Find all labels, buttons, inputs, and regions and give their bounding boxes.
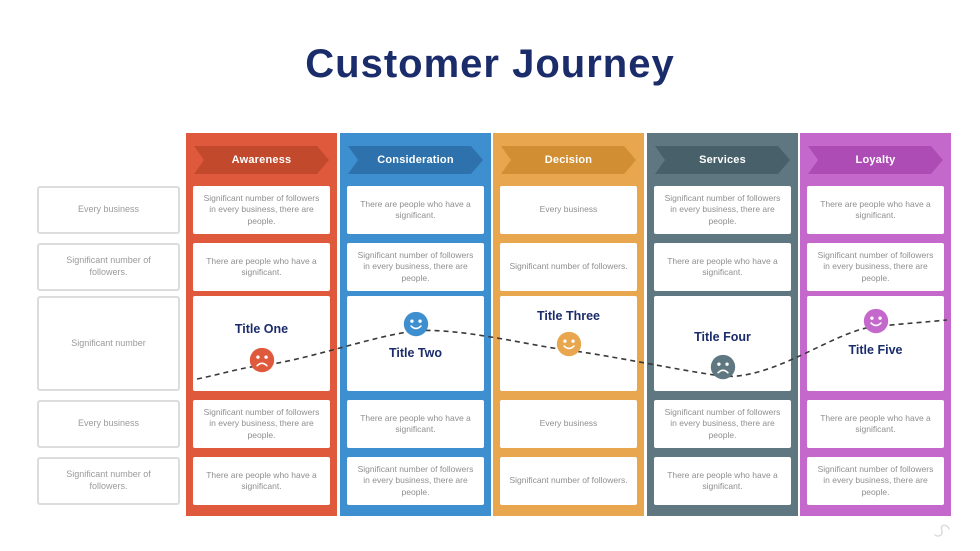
journey-column-awareness: Awareness Significant number of follower… [186, 133, 337, 516]
stage-banner: Decision [501, 146, 636, 174]
cell-text: There are people who have a significant. [206, 255, 317, 277]
journey-column-loyalty: Loyalty There are people who have a sign… [800, 133, 951, 516]
row-label: Every business [37, 400, 180, 448]
info-cell: There are people who have a significant. [347, 400, 484, 448]
row-label-text: Every business [77, 204, 140, 215]
sad-face-icon [710, 354, 736, 380]
milestone-cell: Title Five [807, 296, 944, 391]
cell-text: Significant number of followers in every… [203, 406, 320, 440]
page-title: Customer Journey [305, 42, 675, 86]
happy-face-icon [403, 311, 429, 337]
row-label: Significant number of followers. [37, 243, 180, 291]
stage-banner: Consideration [348, 146, 483, 174]
cell-text: There are people who have a significant. [667, 255, 778, 277]
milestone-title: Title Three [537, 309, 600, 323]
info-cell: Significant number of followers in every… [347, 243, 484, 291]
cell-text: Significant number of followers in every… [664, 406, 781, 440]
cell-text: There are people who have a significant. [820, 198, 931, 220]
stage-label: Awareness [231, 154, 292, 166]
info-cell: Significant number of followers in every… [193, 400, 330, 448]
milestone-title: Title Two [388, 346, 442, 360]
row-label: Significant number [37, 296, 180, 391]
info-cell: Significant number of followers in every… [807, 243, 944, 291]
cell-text: There are people who have a significant. [667, 469, 778, 491]
cell-text: Significant number of followers. [509, 475, 628, 486]
happy-face-icon [863, 308, 889, 334]
milestone-title: Title Four [694, 330, 751, 344]
milestone-cell: Title One [193, 296, 330, 391]
brand-mark-icon [934, 524, 950, 537]
row-label: Every business [37, 186, 180, 234]
info-cell: There are people who have a significant. [654, 457, 791, 505]
stage-banner: Services [655, 146, 790, 174]
milestone-cell: Title Two [347, 296, 484, 391]
cell-text: Significant number of followers. [509, 261, 628, 272]
row-label-text: Significant number of followers. [66, 469, 151, 491]
cell-text: There are people who have a significant. [206, 469, 317, 491]
journey-column-decision: Decision Every business Significant numb… [493, 133, 644, 516]
journey-column-consideration: Consideration There are people who have … [340, 133, 491, 516]
cell-text: Significant number of followers in every… [357, 463, 474, 497]
row-label-text: Significant number [71, 337, 146, 348]
cell-text: There are people who have a significant. [360, 198, 471, 220]
stage-label: Services [699, 154, 746, 166]
info-cell: Significant number of followers in every… [347, 457, 484, 505]
cell-text: Significant number of followers in every… [817, 463, 934, 497]
cell-text: Significant number of followers in every… [817, 249, 934, 283]
stage-label: Loyalty [855, 154, 896, 166]
row-label: Significant number of followers. [37, 457, 180, 505]
milestone-title: Title Five [848, 343, 903, 357]
info-cell: Every business [500, 186, 637, 234]
stage-label: Decision [544, 154, 593, 166]
info-cell: There are people who have a significant. [807, 400, 944, 448]
sad-face-icon [249, 347, 275, 373]
milestone-cell: Title Three [500, 296, 637, 391]
happy-face-icon [556, 331, 582, 357]
cell-text: There are people who have a significant. [820, 412, 931, 434]
cell-text: Significant number of followers in every… [664, 192, 781, 226]
cell-text: Significant number of followers in every… [203, 192, 320, 226]
journey-column-services: Services Significant number of followers… [647, 133, 798, 516]
milestone-cell: Title Four [654, 296, 791, 391]
info-cell: Significant number of followers. [500, 457, 637, 505]
row-label-text: Significant number of followers. [66, 255, 151, 277]
row-label-text: Every business [77, 418, 140, 429]
info-cell: There are people who have a significant. [347, 186, 484, 234]
milestone-title: Title One [234, 322, 289, 336]
stage-banner: Loyalty [808, 146, 943, 174]
stage-banner: Awareness [194, 146, 329, 174]
info-cell: There are people who have a significant. [193, 457, 330, 505]
info-cell: Significant number of followers. [500, 243, 637, 291]
stage-label: Consideration [377, 154, 454, 166]
info-cell: Significant number of followers in every… [807, 457, 944, 505]
info-cell: Every business [500, 400, 637, 448]
info-cell: Significant number of followers in every… [654, 186, 791, 234]
info-cell: Significant number of followers in every… [654, 400, 791, 448]
cell-text: Every business [539, 204, 598, 215]
info-cell: There are people who have a significant. [654, 243, 791, 291]
cell-text: Every business [539, 418, 598, 429]
cell-text: Significant number of followers in every… [357, 249, 474, 283]
info-cell: There are people who have a significant. [193, 243, 330, 291]
cell-text: There are people who have a significant. [360, 412, 471, 434]
info-cell: There are people who have a significant. [807, 186, 944, 234]
info-cell: Significant number of followers in every… [193, 186, 330, 234]
